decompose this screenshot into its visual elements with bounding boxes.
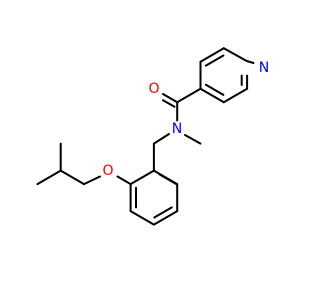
bond-c-o (116, 175, 132, 186)
bond-ch2-ch (59, 169, 85, 186)
bond-c-c (129, 169, 155, 186)
bond-c-n (245, 60, 255, 64)
bond-c-c (199, 47, 225, 63)
bond-c-c (222, 47, 248, 62)
carbonyl-oxygen-label: O (148, 81, 159, 97)
bond-c-c (222, 87, 249, 104)
bond-o-ch2 (83, 175, 101, 186)
bond-c-c-double (204, 83, 225, 96)
molecule-structure: N O N O (36, 47, 269, 226)
carbonyl-oxygen: O (148, 81, 159, 97)
bond-c-o (162, 93, 179, 104)
bond-c-c-double (204, 54, 225, 67)
bond-c-c-double (158, 173, 178, 186)
bond-c-o-double (162, 99, 176, 108)
bond-c-c (129, 210, 155, 226)
isobutoxy-chain (36, 142, 132, 186)
amide-nitrogen: N (172, 121, 182, 137)
pyridine-nitrogen: N (259, 60, 269, 76)
pyridine-ring (199, 47, 255, 104)
amide-group (152, 87, 202, 145)
pyridine-nitrogen-label: N (259, 60, 269, 76)
bond-ch-ch3 (36, 169, 62, 186)
bond-c-c (176, 87, 202, 104)
ether-oxygen: O (102, 163, 113, 179)
bond-c-c-double (153, 206, 173, 219)
ether-oxygen-label: O (102, 163, 113, 179)
benzene-ring (129, 142, 179, 226)
bond-c-c (152, 210, 179, 226)
bond-c-c (199, 87, 225, 104)
bond-n-methyl (184, 134, 202, 145)
bond-n-ch2 (152, 133, 170, 145)
amide-nitrogen-label: N (172, 121, 182, 137)
